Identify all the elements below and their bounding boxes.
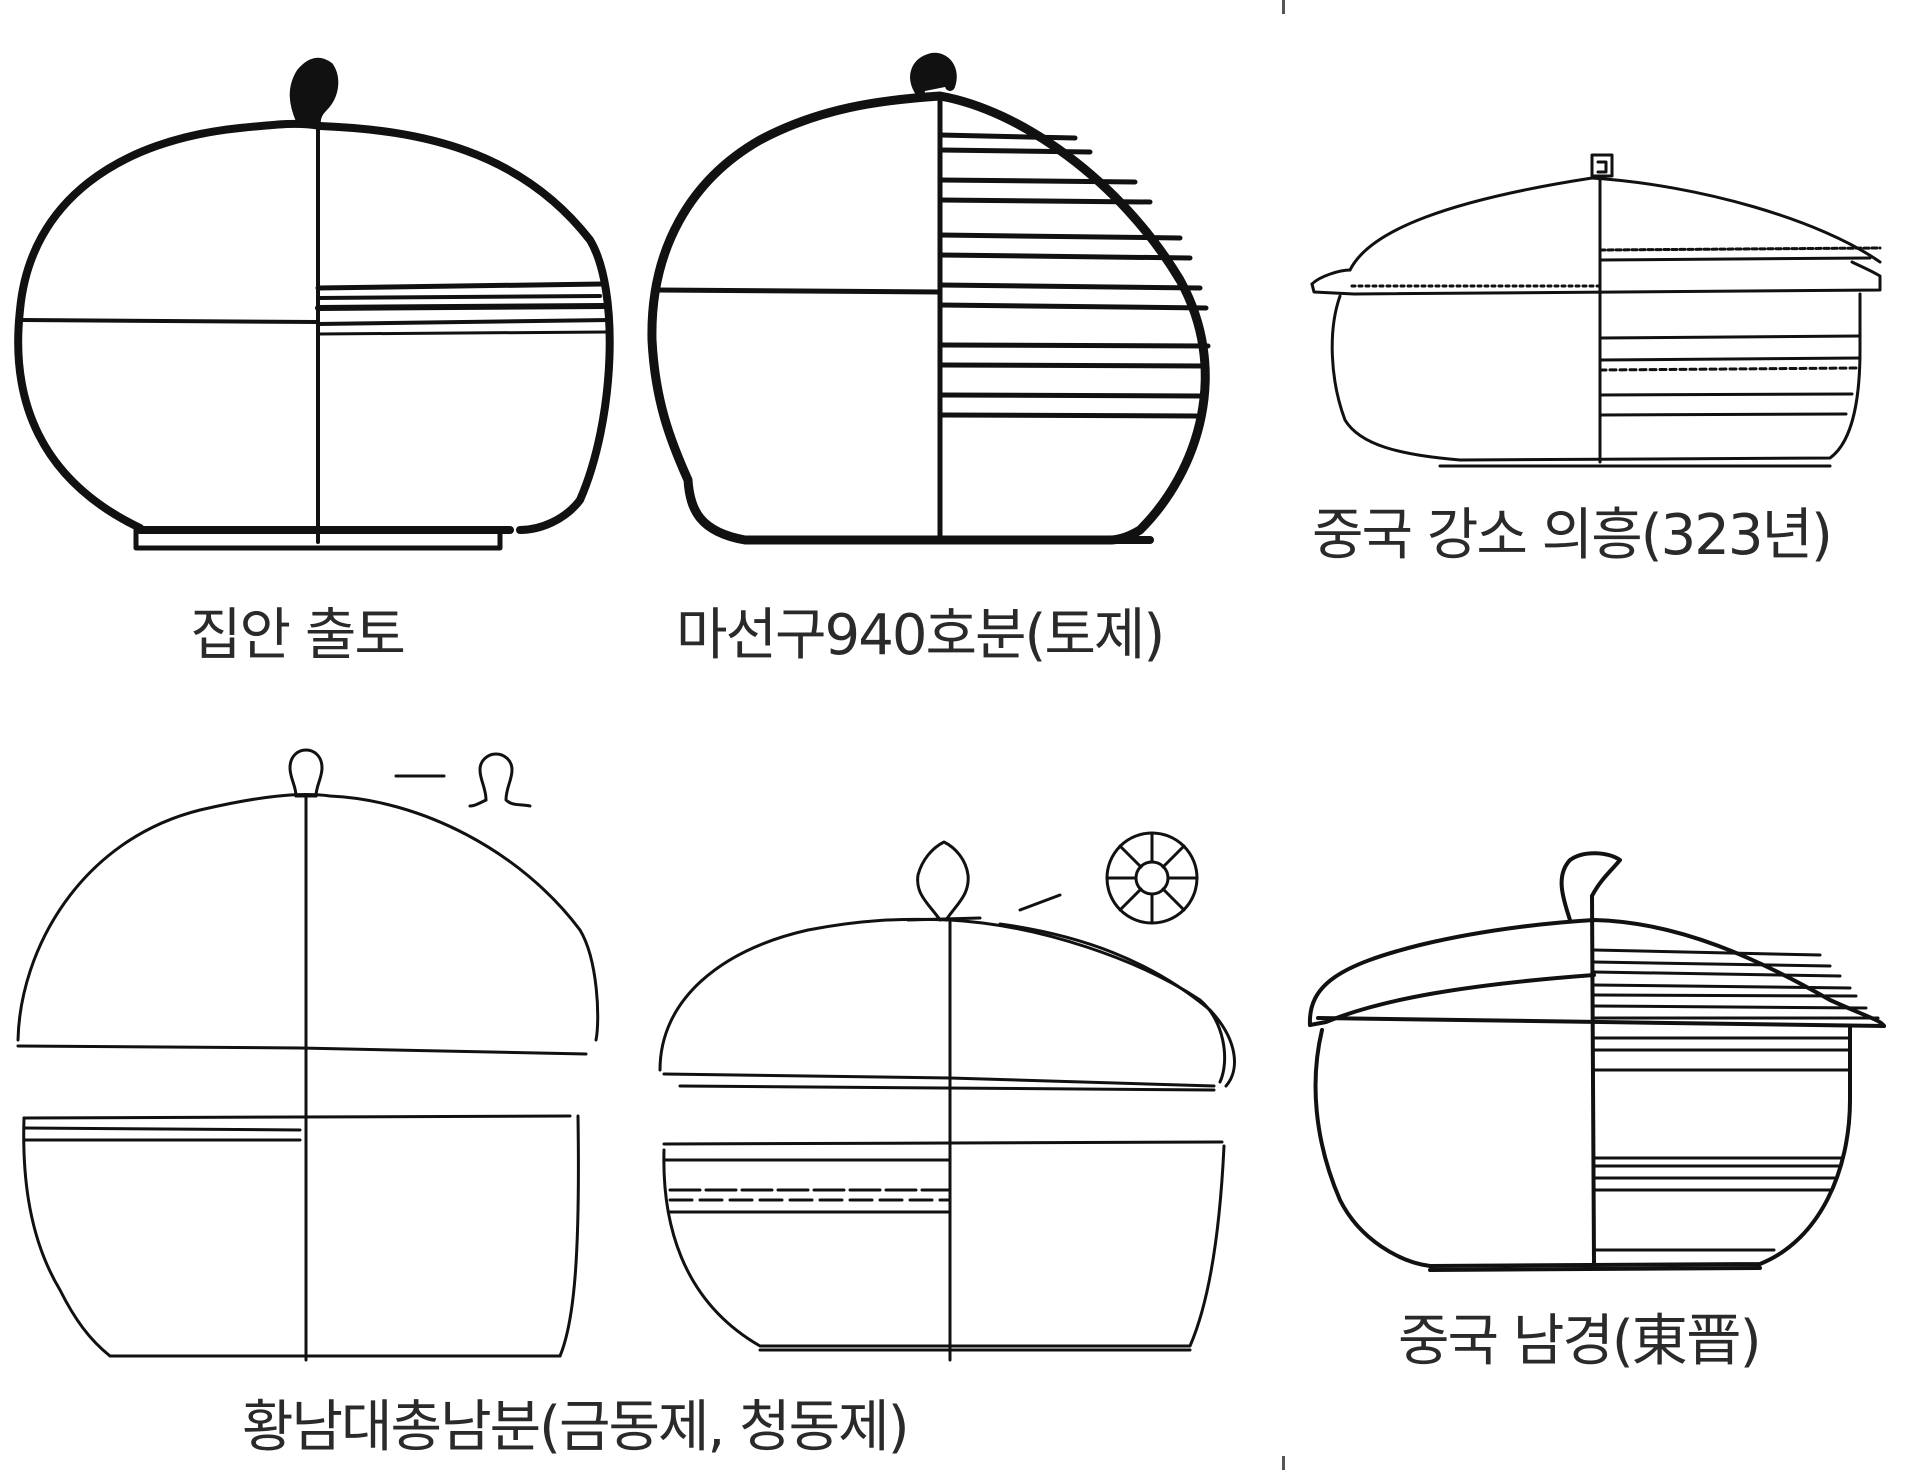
vessel-jian <box>14 57 614 551</box>
vessel-hwangnam-2 <box>658 831 1236 1362</box>
vessel-hwangnam-1 <box>16 748 600 1362</box>
vessel-maseongu <box>647 52 1211 545</box>
vessel-jiangsu <box>1310 153 1882 468</box>
caption-jian: 집안 출토 <box>190 603 406 668</box>
caption-jiangsu: 중국 강소 의흥(323년) <box>1312 503 1833 568</box>
edge-mark <box>1282 0 1285 14</box>
caption-nanjing: 중국 남경(東晋) <box>1398 1309 1762 1374</box>
caption-hwangnam: 황남대총남분(금동제, 청동제) <box>242 1395 910 1460</box>
edge-mark <box>1282 1456 1285 1470</box>
caption-maseongu: 마선구940호분(토제) <box>676 603 1165 668</box>
vessel-nanjing <box>1307 851 1886 1272</box>
